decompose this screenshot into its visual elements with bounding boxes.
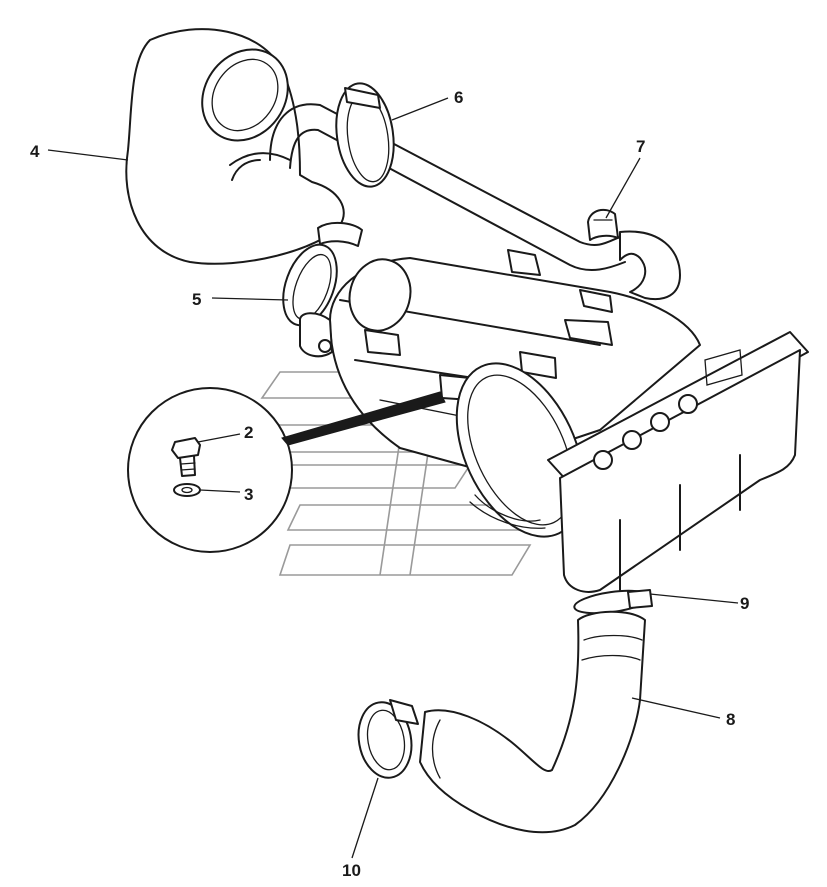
clamp-part-10 bbox=[357, 699, 419, 779]
leader-10 bbox=[351, 777, 379, 859]
clamp-part-5 bbox=[282, 222, 363, 327]
inlet-collar bbox=[299, 258, 412, 358]
leader-7 bbox=[605, 157, 641, 219]
leader-9 bbox=[649, 593, 739, 604]
callout-4: 4 bbox=[30, 142, 40, 161]
callout-3: 3 bbox=[244, 485, 253, 504]
leader-5 bbox=[211, 297, 289, 301]
clamp-part-9 bbox=[573, 589, 653, 615]
clamp-part-7 bbox=[587, 208, 619, 241]
callout-9: 9 bbox=[740, 594, 749, 613]
leader-6 bbox=[391, 97, 449, 121]
leader-lines bbox=[47, 97, 739, 859]
callout-5: 5 bbox=[192, 290, 201, 309]
callout-10: 10 bbox=[342, 861, 361, 880]
callout-7: 7 bbox=[636, 137, 645, 156]
callout-8: 8 bbox=[726, 710, 735, 729]
detail-inset bbox=[127, 387, 446, 553]
leader-2 bbox=[197, 433, 241, 443]
leader-4 bbox=[47, 149, 129, 161]
outlet-end-cap bbox=[455, 362, 585, 538]
leader-8 bbox=[631, 697, 721, 719]
clamp-part-6 bbox=[335, 82, 395, 188]
outlet-manifold bbox=[547, 331, 809, 593]
callout-2: 2 bbox=[244, 423, 253, 442]
lower-hose-part-8 bbox=[419, 610, 646, 834]
leader-3 bbox=[199, 489, 241, 493]
connecting-pipe bbox=[269, 103, 681, 300]
callout-labels: 4 5 6 7 8 9 10 2 3 bbox=[30, 88, 749, 880]
intake-hose-part-4 bbox=[125, 28, 345, 265]
callout-6: 6 bbox=[454, 88, 463, 107]
